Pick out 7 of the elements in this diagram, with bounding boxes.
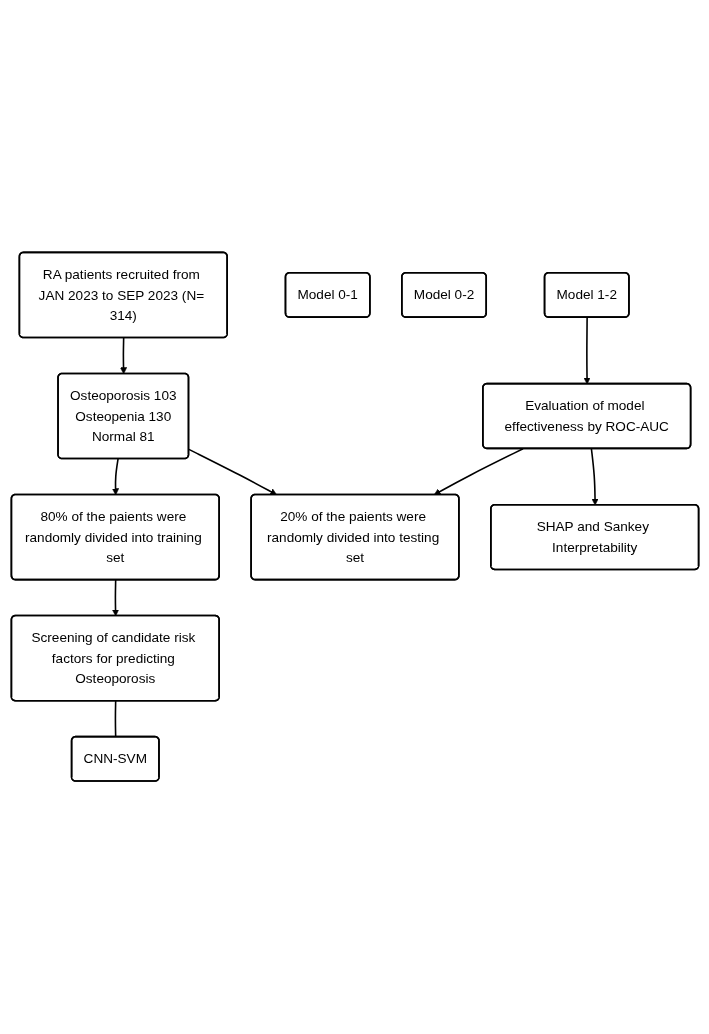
arrow <box>111 579 119 617</box>
arrow <box>111 458 119 496</box>
arrow <box>433 448 524 496</box>
arrow <box>590 448 599 506</box>
arrow <box>583 317 591 385</box>
arrow <box>187 448 277 496</box>
arrow <box>119 337 127 375</box>
